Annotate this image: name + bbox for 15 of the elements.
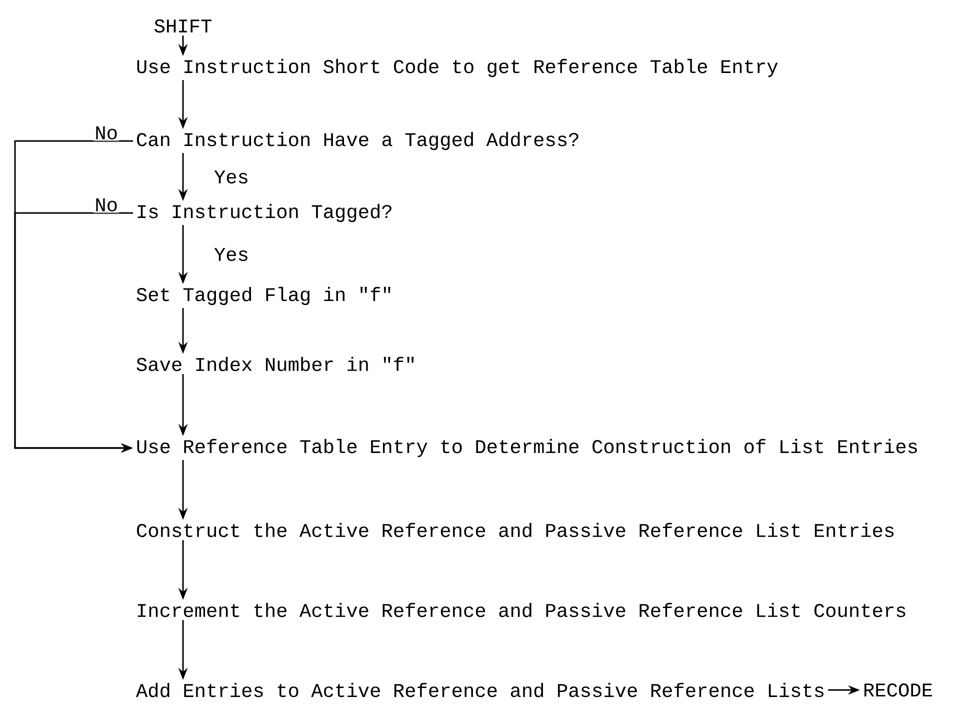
step-text: Construct the Active Reference and Passive Reference List Entries	[137, 522, 894, 538]
step-text: Set Tagged Flag in "f"	[136, 286, 390, 306]
step-text: Add Entries to Active Reference and Passive Reference Lists	[136, 682, 824, 698]
step-text: Is Instruction Tagged?	[138, 204, 392, 222]
step-text: Increment the Active Reference and Passive Reference List Counters	[138, 602, 906, 618]
step-text: Use Reference Table Entry to Determine Construction of List Entries	[137, 438, 917, 458]
edge-label: Yes	[212, 169, 250, 185]
step-text: Can Instruction Have a Tagged Address?	[137, 132, 578, 150]
edge-label: No	[93, 197, 120, 213]
edge-label: Yes	[212, 246, 250, 262]
step-text: Use Instruction Short Code to get Reference Table Entry	[137, 58, 778, 78]
step-text: RECODE	[864, 683, 932, 697]
edge-label: No	[93, 125, 120, 141]
step-text: SHIFT	[154, 19, 212, 33]
step-text: Save Index Number in "f"	[136, 356, 414, 372]
